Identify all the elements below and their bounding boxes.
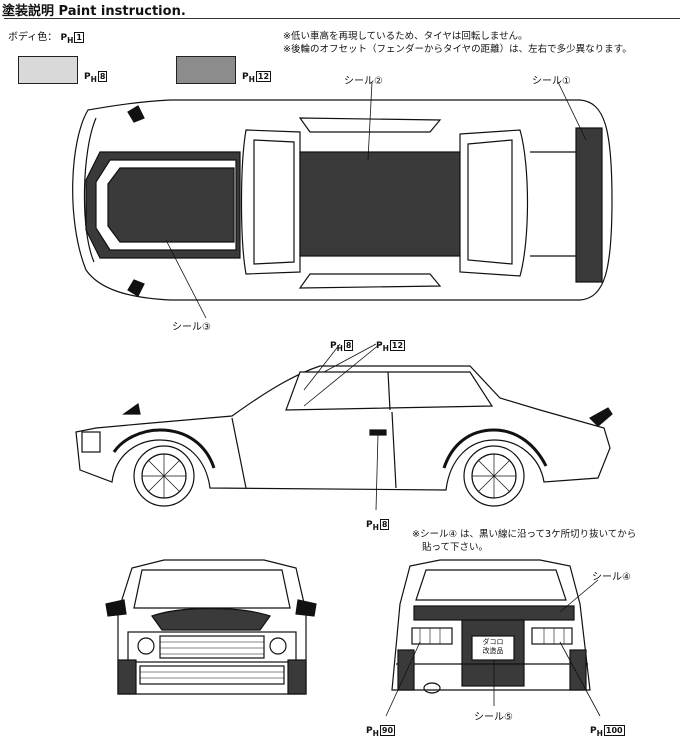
body-color-text: ボディ色： (8, 32, 58, 43)
note-seal-4-cont: 貼って下さい。 (422, 542, 489, 553)
swatch-dark-gray (176, 56, 236, 84)
swatch-light-gray (18, 56, 78, 84)
note-seal-4: ※シール④ は、黒い線に沿って3ケ所切り抜いてから (412, 529, 637, 540)
seal-5-label: シール⑤ (474, 712, 513, 723)
instruction-frame (4, 18, 680, 739)
seal-4-label: シール④ (592, 572, 631, 583)
seal-3-label: シール③ (172, 322, 211, 333)
seal-1-label: シール① (532, 76, 571, 87)
plate-text: ダコロ 改造品 (482, 638, 504, 655)
page-title: 塗装説明 Paint instruction. (2, 4, 186, 19)
front-view-car (105, 559, 317, 695)
note-ride-height: ※低い車高を再現しているため、タイヤは回転しません。 (283, 31, 528, 42)
top-view-car (72, 99, 613, 301)
rear-view-car (391, 559, 591, 694)
note-wheel-offset: ※後輪のオフセット（フェンダーからタイヤの距離）は、左右で多少異なります。 (283, 44, 632, 55)
seal-2-label: シール② (344, 76, 383, 87)
side-view-car (75, 365, 613, 507)
